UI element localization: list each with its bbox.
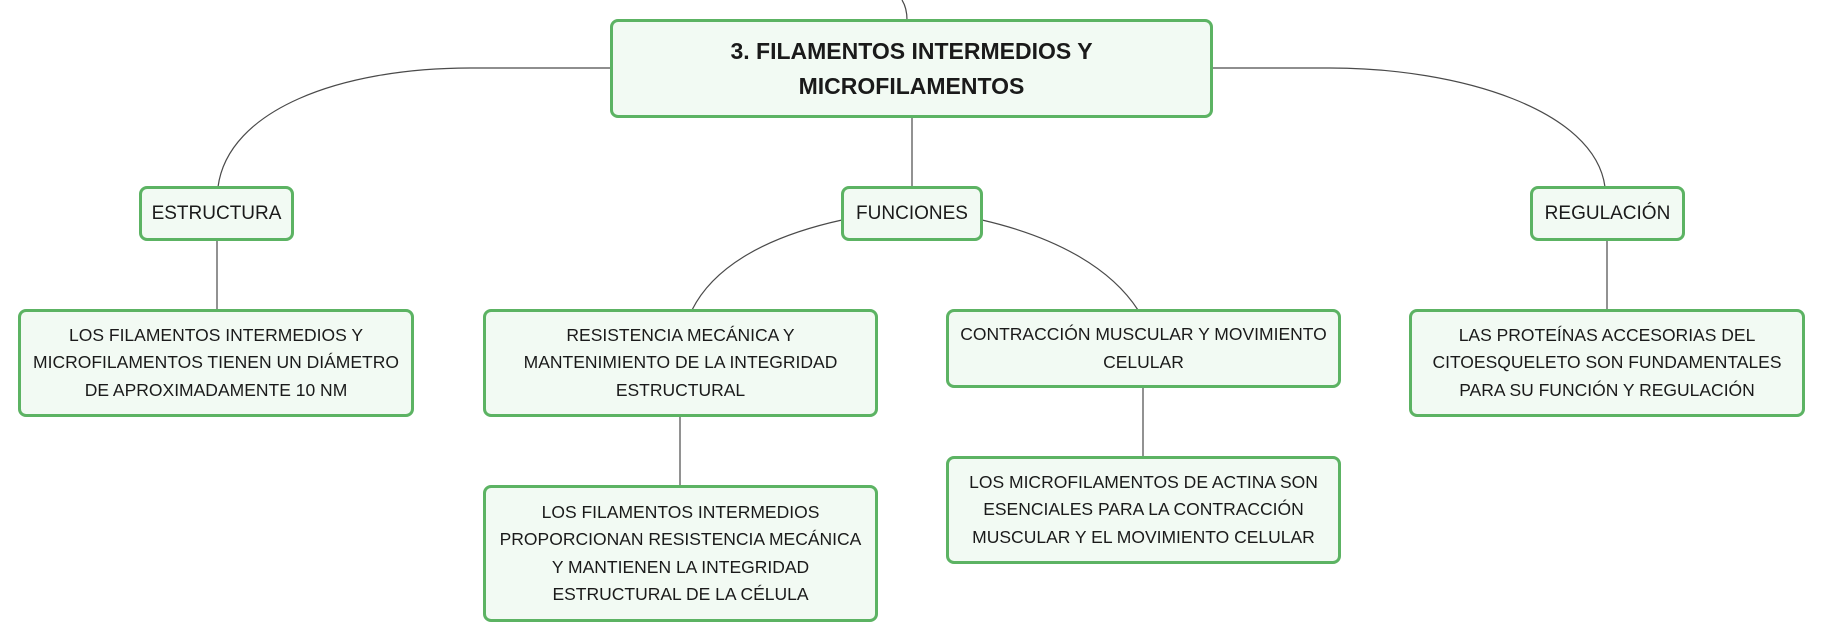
estructura-leaf-node[interactable]: LOS FILAMENTOS INTERMEDIOS Y MICROFILAME…: [18, 309, 414, 417]
connector-root-to-regulacion: [1213, 67, 1606, 188]
funciones-resistencia-node[interactable]: RESISTENCIA MECÁNICA Y MANTENIMIENTO DE …: [483, 309, 878, 417]
contraccion-detail-text: LOS MICROFILAMENTOS DE ACTINA SON ESENCI…: [969, 471, 1318, 547]
root-topic-node[interactable]: 3. FILAMENTOS INTERMEDIOS Y MICROFILAMEN…: [610, 19, 1213, 118]
branch-estructura-node[interactable]: ESTRUCTURA: [139, 186, 294, 241]
regulacion-leaf-text: LAS PROTEÍNAS ACCESORIAS DEL CITOESQUELE…: [1432, 324, 1782, 400]
branch-regulacion-node[interactable]: REGULACIÓN: [1530, 186, 1685, 241]
connector-funciones-to-contraccion: [981, 219, 1139, 311]
resistencia-detail-node[interactable]: LOS FILAMENTOS INTERMEDIOS PROPORCIONAN …: [483, 485, 878, 622]
branch-funciones-label: FUNCIONES: [856, 202, 968, 224]
resistencia-detail-text: LOS FILAMENTOS INTERMEDIOS PROPORCIONAN …: [499, 501, 862, 605]
connector-root-to-estructura: [217, 67, 610, 188]
root-topic-title: 3. FILAMENTOS INTERMEDIOS Y MICROFILAMEN…: [730, 37, 1093, 99]
funciones-contraccion-label: CONTRACCIÓN MUSCULAR Y MOVIMIENTO CELULA…: [960, 324, 1327, 372]
funciones-contraccion-node[interactable]: CONTRACCIÓN MUSCULAR Y MOVIMIENTO CELULA…: [946, 309, 1341, 388]
connector-parent-to-root: [901, 0, 908, 21]
funciones-resistencia-label: RESISTENCIA MECÁNICA Y MANTENIMIENTO DE …: [523, 324, 838, 400]
contraccion-detail-node[interactable]: LOS MICROFILAMENTOS DE ACTINA SON ESENCI…: [946, 456, 1341, 564]
connector-funciones-to-resistencia: [691, 219, 843, 311]
branch-regulacion-label: REGULACIÓN: [1544, 202, 1671, 224]
regulacion-leaf-node[interactable]: LAS PROTEÍNAS ACCESORIAS DEL CITOESQUELE…: [1409, 309, 1805, 417]
branch-estructura-label: ESTRUCTURA: [151, 202, 282, 224]
branch-funciones-node[interactable]: FUNCIONES: [841, 186, 983, 241]
estructura-leaf-text: LOS FILAMENTOS INTERMEDIOS Y MICROFILAME…: [33, 324, 399, 400]
